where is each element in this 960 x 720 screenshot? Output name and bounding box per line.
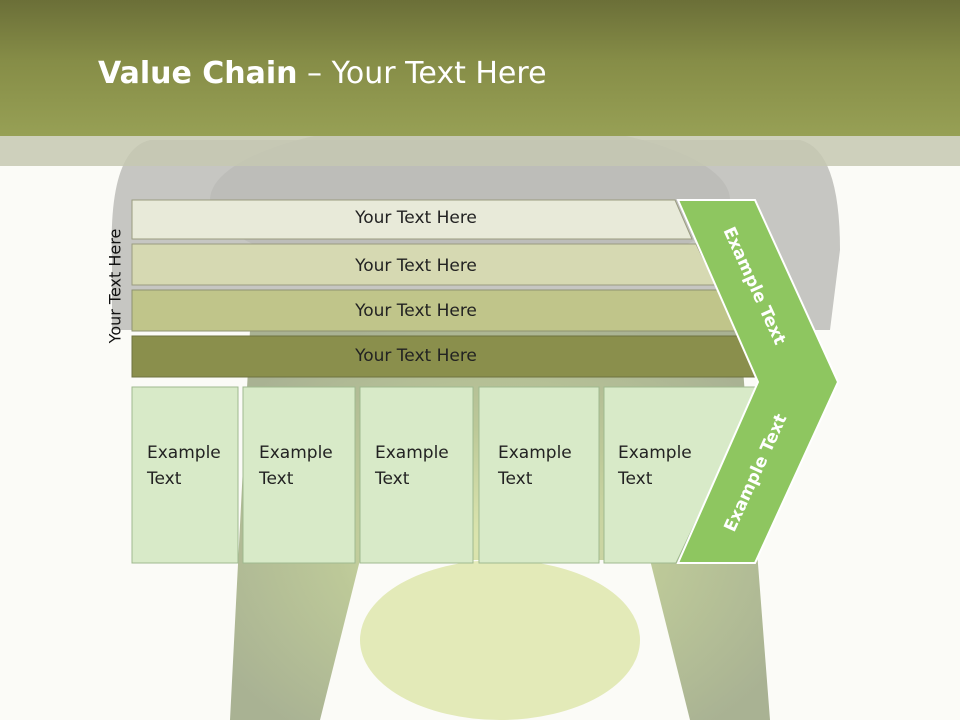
activity-box-5-line2: Text: [618, 469, 653, 489]
activity-box-2: [242, 386, 356, 564]
activity-box-1-label: Example Text: [147, 440, 247, 492]
activity-box-5-label: Example Text: [618, 440, 718, 492]
title-banner: [0, 0, 960, 136]
activity-box-3-label: Example Text: [375, 440, 475, 492]
activity-box-1-line2: Text: [147, 469, 182, 489]
title-rest-part: – Your Text Here: [297, 56, 547, 91]
title-bold-part: Value Chain: [98, 56, 298, 91]
activity-box-2-line1: Example: [259, 443, 333, 463]
activity-box-2-line2: Text: [259, 469, 294, 489]
activity-box-3-line2: Text: [375, 469, 410, 489]
margin-chevron: [676, 199, 840, 564]
activity-box-4: [478, 386, 600, 564]
support-bar-2-label: Your Text Here: [355, 256, 477, 276]
support-bar-4-label: Your Text Here: [355, 346, 477, 366]
support-bar-1: [131, 199, 693, 240]
activity-box-3: [359, 386, 474, 564]
activity-box-3-line1: Example: [375, 443, 449, 463]
activity-box-4-line2: Text: [498, 469, 533, 489]
activity-box-1: [131, 386, 239, 564]
activity-box-4-line1: Example: [498, 443, 572, 463]
activity-box-1-line1: Example: [147, 443, 221, 463]
activity-box-5-line1: Example: [618, 443, 692, 463]
support-bar-1-label: Your Text Here: [355, 208, 477, 228]
activity-box-4-label: Example Text: [498, 440, 598, 492]
support-bar-3-label: Your Text Here: [355, 301, 477, 321]
activity-box-5: [603, 386, 761, 564]
banner-strip: [0, 136, 960, 166]
page-title: Value Chain – Your Text Here: [98, 52, 547, 96]
activity-box-2-label: Example Text: [259, 440, 359, 492]
